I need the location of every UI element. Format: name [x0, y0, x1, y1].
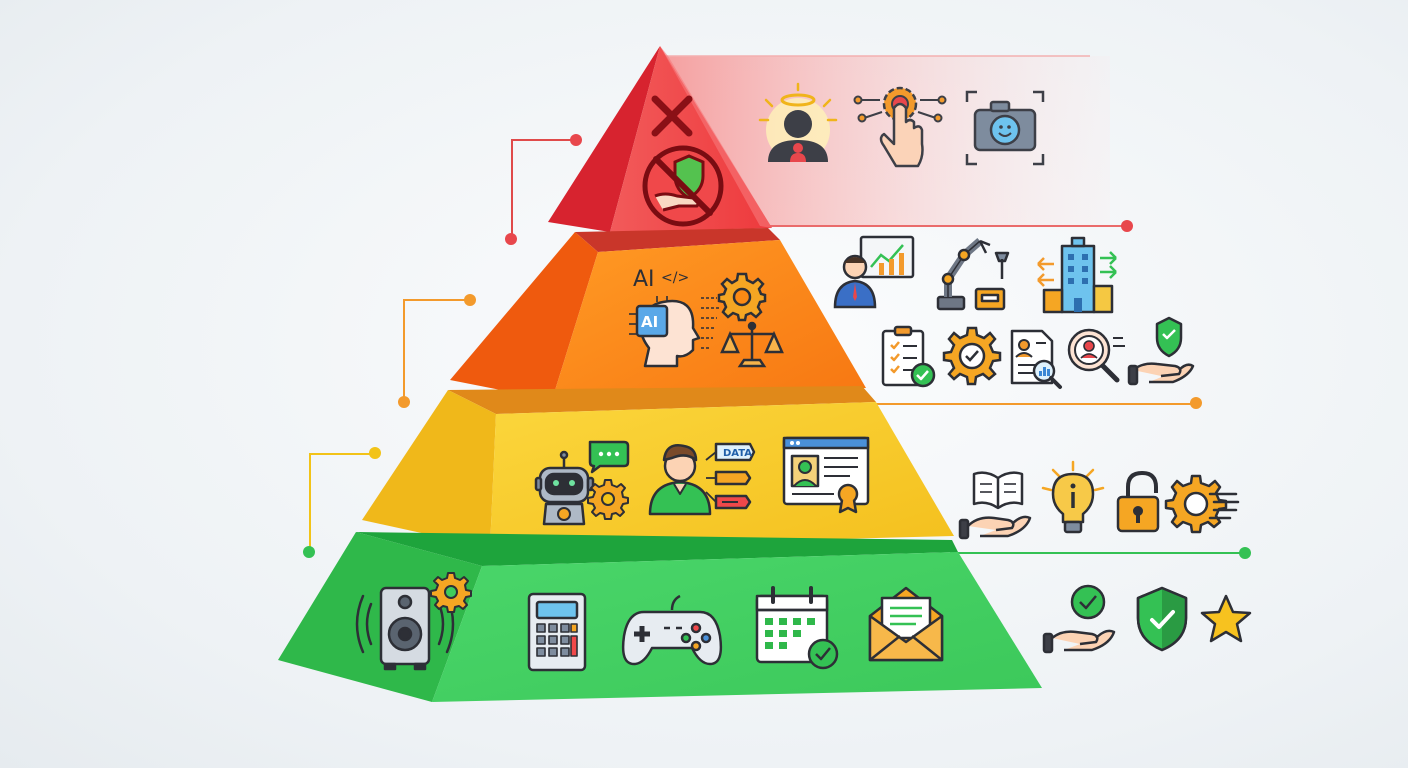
lower-tier-connector-dot-bottom: [303, 546, 315, 558]
person-data-tags-icon: DATA: [648, 442, 756, 516]
businessman-chart-icon: [833, 235, 915, 309]
cross-icon: [651, 95, 693, 137]
gear-icon: [717, 272, 767, 322]
info-bulb-icon: [1041, 460, 1105, 534]
upper-tier-front-face: [552, 240, 866, 400]
lower-tier-connector-dot-top: [369, 447, 381, 459]
top-tier-side-face: [548, 46, 660, 232]
checklist-icon: [881, 325, 936, 388]
finger-pressing-gear-icon: [853, 86, 947, 168]
face-camera-icon: [965, 90, 1045, 166]
building-arrows-icon: [1037, 236, 1117, 314]
top-tier-connector-dot-right: [1121, 220, 1133, 232]
upper-tier-top-face: [575, 228, 780, 252]
shield-check-icon: [1136, 586, 1188, 652]
ai-head-icon: AI </> AI: [629, 267, 721, 368]
calculator-icon: [527, 592, 587, 672]
upper-tier-connector-left: [403, 299, 470, 402]
tier-top: [505, 46, 1133, 245]
check-hand-icon: [1042, 584, 1116, 654]
shield-hand-icon: [1127, 316, 1195, 386]
tier-base: [278, 532, 1252, 702]
code-text: </>: [661, 270, 689, 286]
prohibited-shield-hand-icon: [642, 145, 724, 227]
gamepad-icon: [621, 594, 723, 666]
base-tier-top-face: [356, 532, 958, 566]
gear-speed-icon: [1164, 474, 1240, 534]
lower-tier-connector-dot-right: [1239, 547, 1251, 559]
upper-tier-connector-dot-right: [1190, 397, 1202, 409]
envelope-icon: [868, 586, 944, 662]
tier-upper-middle: AI </> AI: [398, 228, 1202, 409]
profile-browser-icon: [782, 436, 870, 514]
top-tier-connector-dot-bottom: [505, 233, 517, 245]
open-book-hand-icon: [958, 471, 1032, 540]
chatbot-icon: [534, 440, 630, 526]
lower-tier-side-face: [362, 390, 496, 548]
top-tier-highlight: [660, 46, 772, 228]
unlocked-padlock-icon: [1116, 471, 1160, 533]
document-search-icon: [1010, 329, 1062, 389]
top-tier-connector-left: [511, 139, 575, 238]
haloed-person-icon: [758, 82, 838, 162]
star-icon: [1200, 594, 1252, 643]
lower-tier-connector-left: [309, 453, 375, 552]
robotic-arm-icon: [936, 237, 1010, 311]
upper-tier-connector-dot-top: [464, 294, 476, 306]
upper-tier-side-face: [450, 232, 598, 400]
data-tag-text: DATA: [723, 448, 752, 459]
gear-check-icon: [942, 326, 1002, 386]
calendar-check-icon: [755, 586, 839, 670]
top-tier-connector-dot-top: [570, 134, 582, 146]
person-magnifier-icon: [1067, 328, 1125, 383]
ai-label-text: AI: [633, 267, 655, 292]
tier-lower-middle: DATA: [303, 386, 1251, 559]
speaker-gear-icon: [355, 572, 472, 671]
upper-tier-connector-dot-bottom: [398, 396, 410, 408]
base-tier-front-face: [432, 552, 1042, 702]
ai-chip-text: AI: [641, 313, 658, 331]
scales-icon: [720, 321, 784, 368]
lower-tier-top-face: [448, 386, 876, 414]
